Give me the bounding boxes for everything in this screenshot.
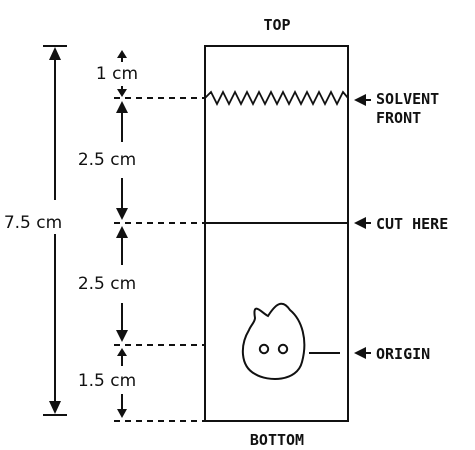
- spot-dot-right: [277, 343, 289, 355]
- sample-spot: [241, 302, 306, 380]
- origin-to-bottom-label: 1.5 cm: [78, 371, 136, 391]
- origin-arrow: [354, 347, 371, 359]
- solvent-front-line: [204, 89, 349, 107]
- cut-to-origin-label: 2.5 cm: [78, 274, 136, 294]
- solvent-front-arrow: [354, 94, 371, 106]
- cut-here-arrow: [354, 217, 371, 229]
- bottom-label: BOTTOM: [250, 431, 304, 449]
- total-length-label: 7.5 cm: [4, 213, 62, 233]
- cut-to-origin-dimension: [116, 226, 128, 342]
- solvent-front-label-line2: FRONT: [376, 109, 421, 127]
- total-length-dimension: [43, 45, 67, 416]
- spot-dot-left: [258, 343, 270, 355]
- front-to-cut-label: 2.5 cm: [78, 150, 136, 170]
- solvent-front-label-line1: SOLVENT: [376, 90, 439, 108]
- top-gap-label: 1 cm: [96, 64, 138, 84]
- top-label: TOP: [263, 16, 290, 34]
- cut-here-label: CUT HERE: [376, 215, 448, 233]
- origin-label: ORIGIN: [376, 345, 430, 363]
- tlc-plate: [204, 45, 349, 422]
- origin-to-bottom-dimension: [117, 348, 127, 418]
- front-to-cut-dimension: [116, 101, 128, 220]
- top-gap-dimension: [117, 50, 127, 97]
